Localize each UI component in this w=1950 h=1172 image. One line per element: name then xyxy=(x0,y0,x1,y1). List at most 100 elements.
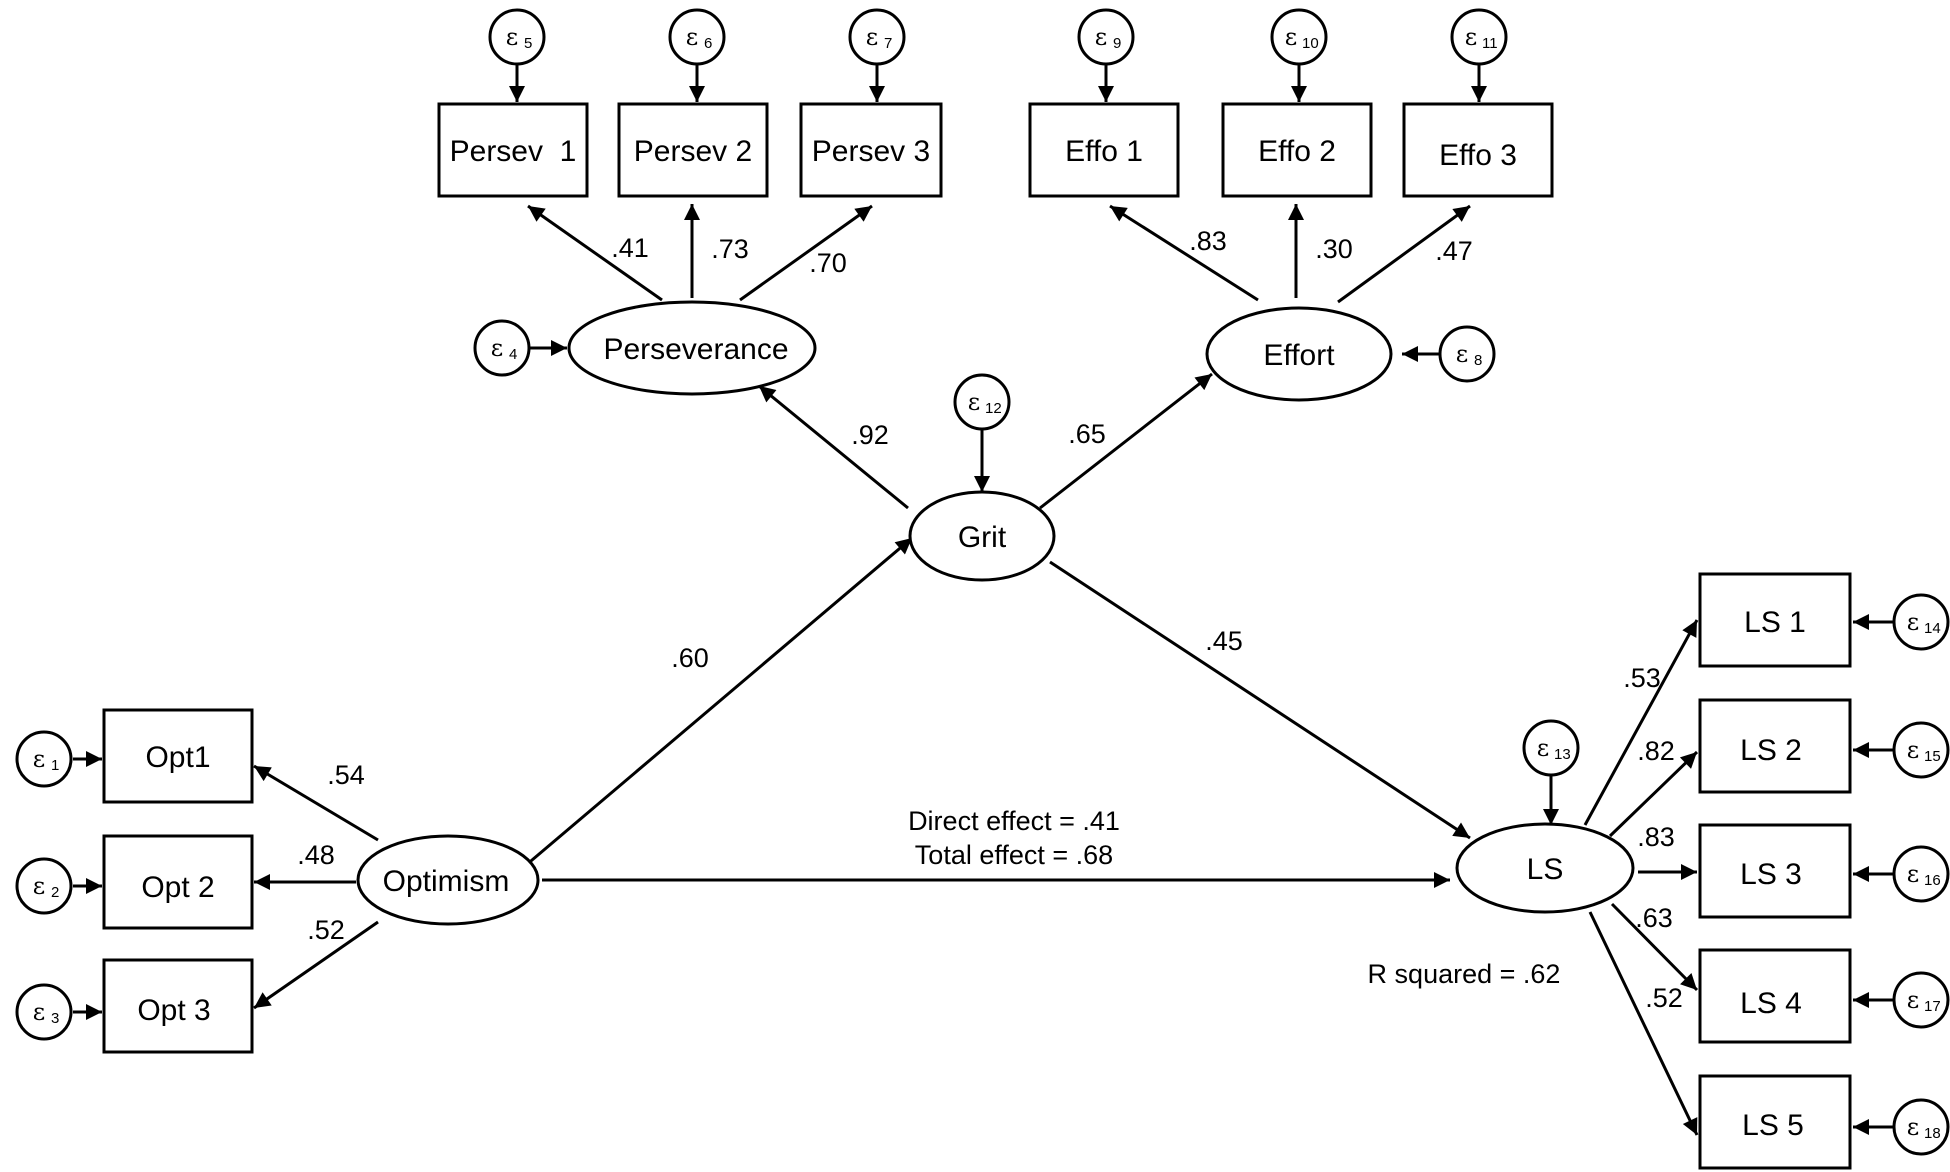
error-symbol: ε xyxy=(1907,736,1919,764)
coef-ls-ls2: .82 xyxy=(1637,736,1675,766)
label-persev2: Persev 2 xyxy=(634,135,752,168)
path-ls-to-ls2 xyxy=(1608,750,1699,838)
coef-optimism-opt1: .54 xyxy=(327,760,365,790)
error-e14: ε 14 xyxy=(1892,593,1950,651)
label-optimism: Optimism xyxy=(383,865,510,898)
coef-optimism-grit: .60 xyxy=(671,643,709,673)
path-optimism-to-opt3 xyxy=(253,920,379,1010)
error-symbol: ε xyxy=(1907,608,1919,636)
path-grit-to-effort xyxy=(1039,372,1213,510)
path-optimism-to-opt1 xyxy=(253,764,379,842)
error-subscript: 15 xyxy=(1924,748,1941,765)
error-symbol: ε xyxy=(968,388,980,416)
direct-effect-label: Direct effect = .41 xyxy=(908,806,1120,836)
error-e16: ε 16 xyxy=(1892,845,1950,903)
box-ls4: LS 4 xyxy=(1698,948,1852,1044)
coef-persev-p1: .41 xyxy=(611,233,649,263)
error-subscript: 12 xyxy=(985,400,1002,417)
box-effo1: Effo 1 xyxy=(1028,102,1180,198)
effect-notes: Direct effect = .41 Total effect = .68 R… xyxy=(908,806,1560,989)
box-opt1: Opt1 xyxy=(102,708,254,804)
box-persev2: Persev 2 xyxy=(617,102,769,198)
error-subscript: 16 xyxy=(1924,872,1941,889)
error-symbol: ε xyxy=(1095,23,1107,51)
total-effect-label: Total effect = .68 xyxy=(915,840,1113,870)
ellipse-perseverance: Perseverance xyxy=(567,300,817,396)
label-effort: Effort xyxy=(1263,339,1335,372)
box-opt3: Opt 3 xyxy=(102,958,254,1054)
box-ls1: LS 1 xyxy=(1698,572,1852,668)
coef-optimism-opt2: .48 xyxy=(297,840,335,870)
error-symbol: ε xyxy=(33,998,45,1026)
error-subscript: 6 xyxy=(704,35,712,52)
error-e10: ε 10 xyxy=(1270,8,1328,66)
coef-grit-effort: .65 xyxy=(1068,419,1106,449)
error-e6: ε 6 xyxy=(668,8,726,66)
latent-variables: Perseverance Effort Grit Optimism LS xyxy=(356,300,1635,926)
label-opt3: Opt 3 xyxy=(137,994,210,1027)
label-grit: Grit xyxy=(958,521,1007,554)
box-persev1: Persev 1 xyxy=(437,102,589,198)
path-perseverance-to-persev1 xyxy=(527,204,663,302)
label-perseverance: Perseverance xyxy=(603,333,788,366)
error-subscript: 1 xyxy=(51,757,59,774)
label-ls2: LS 2 xyxy=(1740,734,1802,767)
measurement-paths xyxy=(253,204,1699,1136)
error-e11: ε 11 xyxy=(1450,8,1508,66)
ellipse-effort: Effort xyxy=(1205,306,1393,402)
coef-persev-p2: .73 xyxy=(711,234,749,264)
error-e2: ε 2 xyxy=(15,857,73,915)
label-ls5: LS 5 xyxy=(1742,1109,1804,1142)
error-symbol: ε xyxy=(1537,734,1549,762)
structural-paths xyxy=(524,372,1471,888)
coef-ls-ls4: .63 xyxy=(1635,903,1673,933)
path-optimism-to-grit xyxy=(524,536,913,868)
label-effo3: Effo 3 xyxy=(1439,139,1517,172)
path-ls-to-ls4 xyxy=(1610,902,1699,992)
error-symbol: ε xyxy=(33,745,45,773)
path-effort-to-effo1 xyxy=(1109,204,1259,302)
error-subscript: 9 xyxy=(1113,35,1121,52)
error-e17: ε 17 xyxy=(1892,971,1950,1029)
label-ls4: LS 4 xyxy=(1740,987,1802,1020)
error-e4: ε 4 xyxy=(473,319,531,377)
path-ls-to-ls1 xyxy=(1583,619,1699,826)
error-e13: ε 13 xyxy=(1522,719,1580,777)
error-paths xyxy=(73,63,1894,1135)
ellipse-ls: LS xyxy=(1455,822,1635,914)
ellipse-grit: Grit xyxy=(908,490,1056,582)
error-e5: ε 5 xyxy=(488,8,546,66)
coef-effort-e3: .47 xyxy=(1435,236,1473,266)
error-e8: ε 8 xyxy=(1438,325,1496,383)
label-opt2: Opt 2 xyxy=(141,871,214,904)
coef-grit-ls: .45 xyxy=(1205,626,1243,656)
label-persev1: Persev 1 xyxy=(450,135,577,168)
error-e15: ε 15 xyxy=(1892,721,1950,779)
box-effo3: Effo 3 xyxy=(1402,102,1554,198)
error-symbol: ε xyxy=(1907,1113,1919,1141)
box-ls5: LS 5 xyxy=(1698,1074,1852,1170)
error-e7: ε 7 xyxy=(848,8,906,66)
error-symbol: ε xyxy=(1456,340,1468,368)
error-subscript: 7 xyxy=(884,35,892,52)
box-opt2: Opt 2 xyxy=(102,834,254,930)
path-perseverance-to-persev3 xyxy=(739,204,873,302)
error-symbol: ε xyxy=(1907,860,1919,888)
coef-effort-e1: .83 xyxy=(1189,226,1227,256)
path-grit-to-ls xyxy=(1049,560,1471,840)
error-symbol: ε xyxy=(33,872,45,900)
label-ls: LS xyxy=(1527,853,1564,886)
coef-ls-ls3: .83 xyxy=(1637,822,1675,852)
error-e1: ε 1 xyxy=(15,730,73,788)
observed-variables: Persev 1 Persev 2 Persev 3 Effo 1 Effo 2… xyxy=(102,102,1852,1170)
error-symbol: ε xyxy=(866,23,878,51)
error-subscript: 4 xyxy=(509,346,517,363)
error-subscript: 10 xyxy=(1302,35,1319,52)
error-subscript: 2 xyxy=(51,884,59,901)
path-effort-to-effo3 xyxy=(1337,204,1471,304)
error-symbol: ε xyxy=(1285,23,1297,51)
label-ls1: LS 1 xyxy=(1744,606,1806,639)
coef-grit-perseverance: .92 xyxy=(851,420,889,450)
error-symbol: ε xyxy=(491,334,503,362)
